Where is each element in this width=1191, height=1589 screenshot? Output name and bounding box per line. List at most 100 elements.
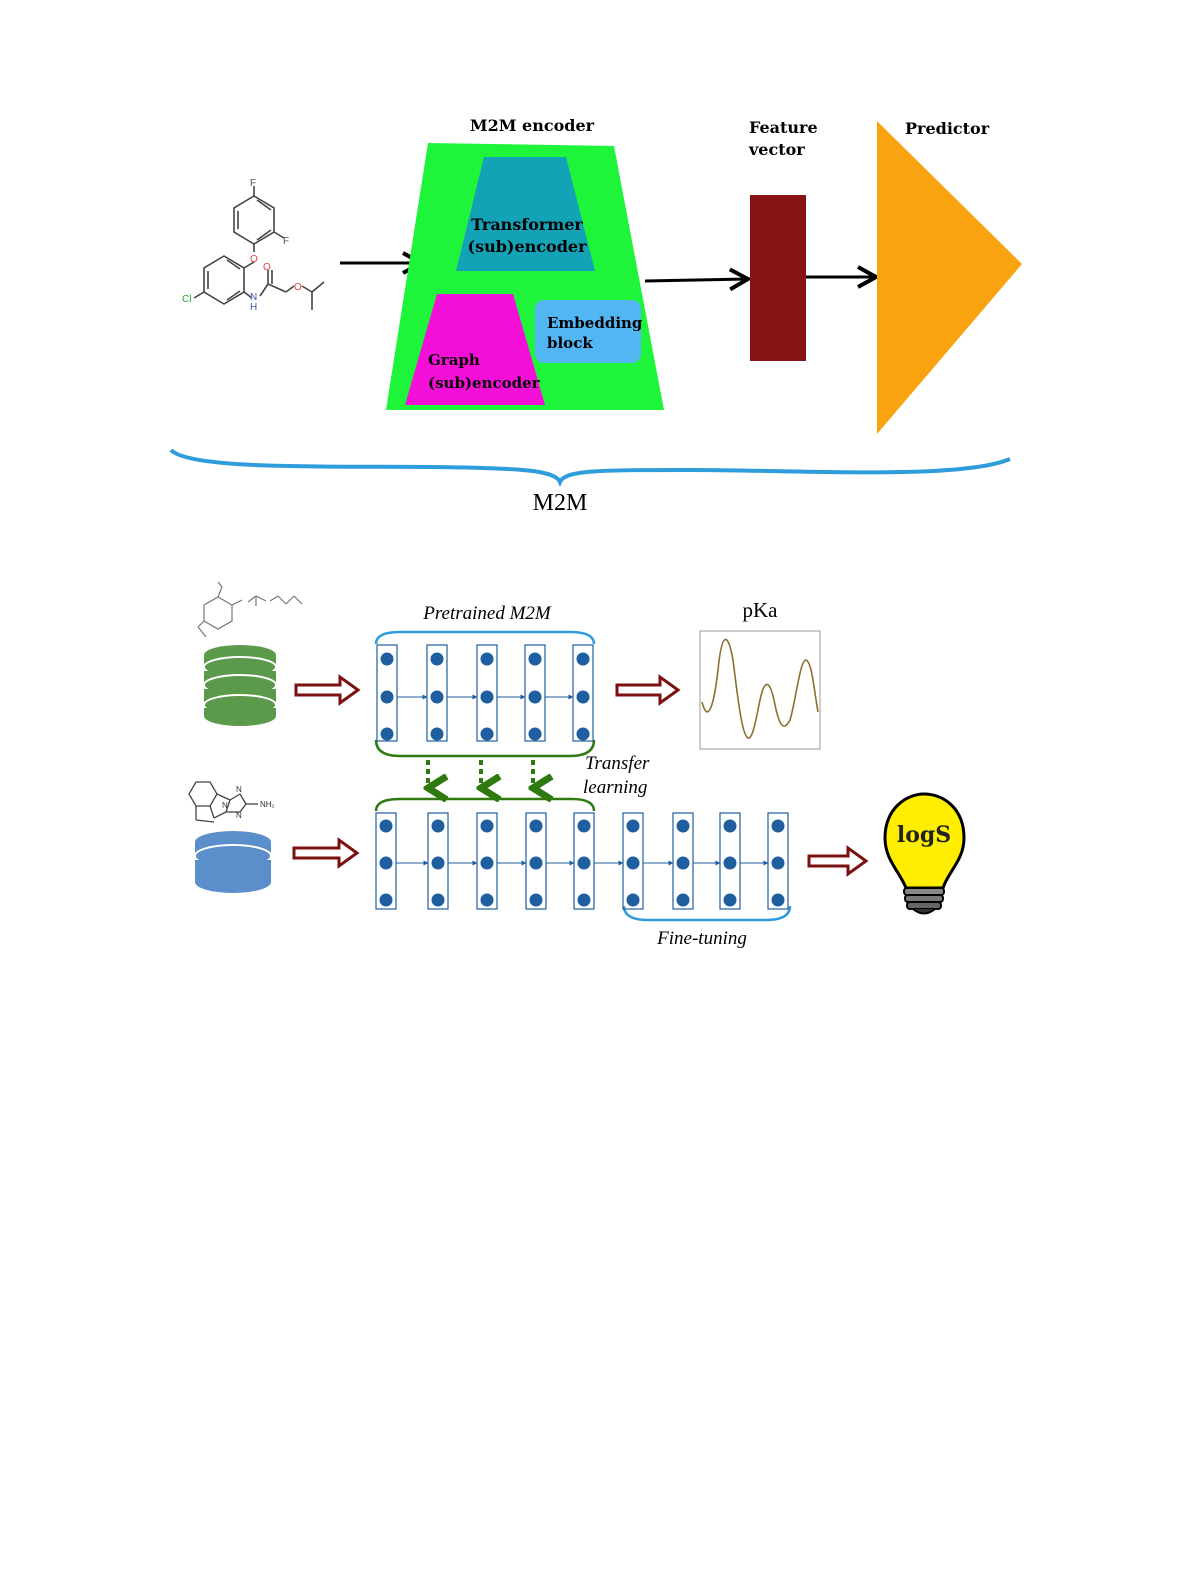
layer-node [528,727,542,741]
predictor-triangle [877,121,1022,434]
atom-cl: Cl [182,294,191,305]
layer-node [771,856,785,870]
feature-label-line2: vector [748,140,805,159]
finetuning-brace [622,905,792,922]
layer-column [426,644,448,742]
hollow-arrow-3 [292,837,360,869]
atom-o-carbonyl: O [263,262,271,273]
layer-column [573,812,595,910]
layer-column [427,812,449,910]
logs-label: logS [897,822,951,848]
layer-node [576,727,590,741]
pretrained-bottom-brace [374,739,596,758]
layer-node [480,727,494,741]
layer-node [529,893,543,907]
layer-node [626,819,640,833]
atom-n3: N [222,801,228,810]
transformer-label-line1: Transformer [471,215,583,234]
hollow-arrow-4 [807,845,869,877]
encoder-title: M2M encoder [470,116,595,135]
finetuning-label: Fine-tuning [656,928,747,949]
atom-o-chain: O [294,282,302,293]
atom-h: H [250,302,257,313]
atom-f-side: F [283,236,289,247]
input-molecule-1 [193,186,325,310]
layer-column [524,644,546,742]
layer-node [431,856,445,870]
pka-curve [701,638,819,739]
predictor-label: Predictor [905,119,990,138]
layer-node [430,652,444,666]
layer-node [379,856,393,870]
layer-column [672,812,694,910]
layer-column [622,812,644,910]
layer-node [723,819,737,833]
layer-node [626,856,640,870]
layer-node [771,893,785,907]
layer-node [576,652,590,666]
layer-node [577,856,591,870]
pretrained-network [376,644,594,742]
layer-column [719,812,741,910]
pka-label: pKa [743,598,779,622]
layer-column [376,644,398,742]
molecule-3-atom-labels: N N N NH₂ [222,785,275,820]
layer-node [380,690,394,704]
pretrained-brace [374,630,596,645]
layer-column [375,812,397,910]
layer-column [767,812,789,910]
layer-node [480,652,494,666]
layer-node [430,727,444,741]
layer-node [626,893,640,907]
layer-node [529,819,543,833]
atom-n: N [250,292,257,303]
atom-f-top: F [250,178,256,189]
graph-subencoder-block [405,294,545,405]
hollow-arrow-1 [294,674,361,706]
layer-node [577,893,591,907]
layer-column [525,812,547,910]
layer-node [528,690,542,704]
database-blue-icon [194,831,272,893]
layer-node [480,819,494,833]
layer-node [676,856,690,870]
hollow-arrow-2 [615,674,681,706]
transformer-label-line2: (sub)encoder [468,237,588,256]
layer-node [576,690,590,704]
m2m-brace [169,448,1011,488]
transferred-brace [374,797,596,812]
embedding-label-line1: Embedding [547,314,643,332]
finetune-network [375,812,789,910]
layer-column [476,812,498,910]
input-molecule-3 [188,781,258,823]
input-molecule-2 [197,581,303,638]
database-green-icon [203,645,277,726]
layer-node [431,819,445,833]
atom-nh2: NH₂ [260,800,275,809]
atom-o-ether: O [250,254,258,265]
layer-node [771,819,785,833]
layer-node [430,690,444,704]
transformer-subencoder-block [456,157,595,271]
layer-node [577,819,591,833]
m2m-brace-label: M2M [533,490,588,516]
molecule-1-atom-labels: F F O O O Cl N H [182,178,302,313]
pka-plot-frame [699,630,821,750]
graph-label-line2: (sub)encoder [428,374,541,392]
transfer-label-line2: learning [583,777,647,798]
layer-node [480,893,494,907]
layer-node [529,856,543,870]
layer-node [379,819,393,833]
embedding-block [535,300,641,363]
layer-node [723,856,737,870]
pretrained-label: Pretrained M2M [422,603,552,624]
embedding-label-line2: block [547,334,593,352]
layer-node [380,652,394,666]
transfer-label-line1: Transfer [585,753,650,774]
graph-label-line1: Graph [428,351,480,369]
layer-node [480,856,494,870]
lightbulb-icon [883,792,966,915]
atom-n2: N [236,811,242,820]
layer-column [572,644,594,742]
